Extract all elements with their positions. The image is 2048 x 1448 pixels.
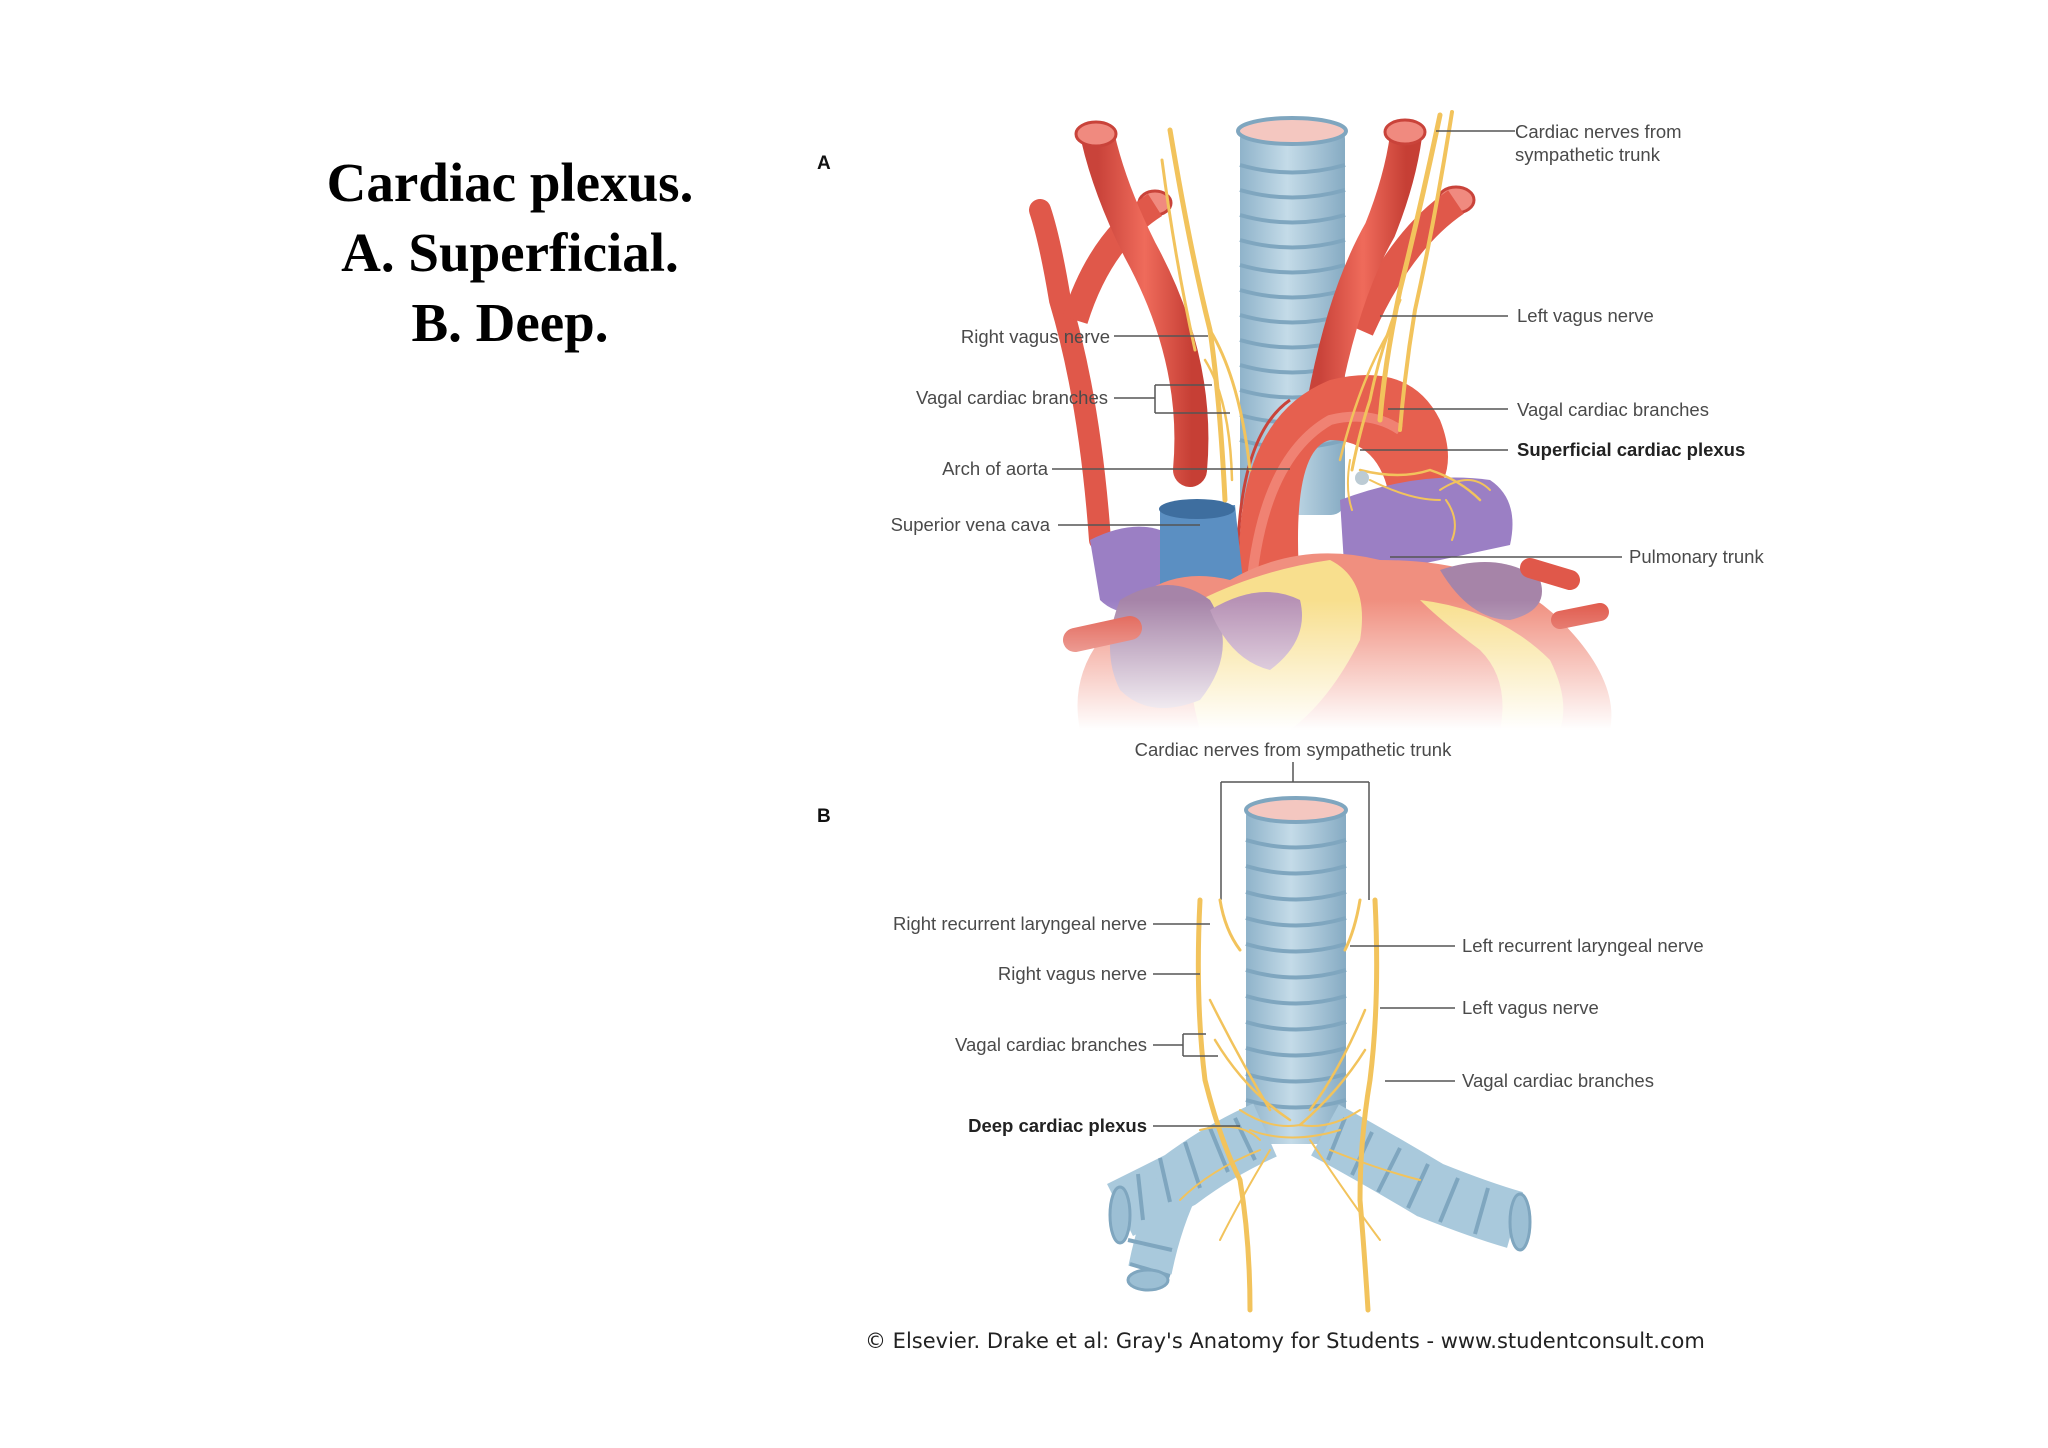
- panel-a-labels: Cardiac nerves from sympathetic trunk Le…: [891, 121, 1765, 567]
- panel-a: A: [817, 110, 1765, 730]
- title-line-1: Cardiac plexus.: [326, 152, 694, 213]
- label-pulmonary-trunk: Pulmonary trunk: [1629, 546, 1764, 567]
- label-vagal-branches-b-right: Vagal cardiac branches: [1462, 1070, 1654, 1091]
- bracket-cardiac-nerves-b: [1220, 762, 1370, 900]
- panel-b-illustration: [1107, 796, 1532, 1313]
- label-right-vagus-b: Right vagus nerve: [998, 963, 1147, 984]
- label-vagal-branches-a-left: Vagal cardiac branches: [916, 387, 1108, 408]
- slide-title: Cardiac plexus. A. Superficial. B. Deep.: [200, 148, 820, 358]
- label-superficial-cardiac-plexus: Superficial cardiac plexus: [1517, 439, 1745, 460]
- panel-b-letter: B: [817, 806, 831, 827]
- panel-a-letter: A: [817, 153, 831, 174]
- panel-a-nerves: [1160, 110, 1491, 541]
- label-superior-vena-cava: Superior vena cava: [891, 514, 1051, 535]
- label-arch-of-aorta: Arch of aorta: [942, 458, 1049, 479]
- label-vagal-branches-b-left: Vagal cardiac branches: [955, 1034, 1147, 1055]
- label-left-vagus-b: Left vagus nerve: [1462, 997, 1599, 1018]
- label-left-recurrent-laryngeal: Left recurrent laryngeal nerve: [1462, 935, 1704, 956]
- label-vagal-branches-a-right: Vagal cardiac branches: [1517, 399, 1709, 420]
- label-cardiac-nerves-a-line2: sympathetic trunk: [1515, 144, 1661, 165]
- title-line-2: A. Superficial.: [341, 222, 679, 283]
- panel-b-trachea-rings: [1245, 838, 1347, 1110]
- panel-a-leader-lines: [1052, 130, 1622, 558]
- title-line-3: B. Deep.: [411, 292, 609, 353]
- label-right-recurrent-laryngeal: Right recurrent laryngeal nerve: [893, 913, 1147, 934]
- panel-b-leader-lines: [1153, 923, 1455, 1127]
- panel-a-illustration: [1029, 110, 1640, 730]
- panel-b: B Cardiac nerves from sympathetic trunk: [817, 739, 1704, 1313]
- label-cardiac-nerves-b: Cardiac nerves from sympathetic trunk: [1135, 739, 1452, 760]
- label-deep-cardiac-plexus: Deep cardiac plexus: [968, 1115, 1147, 1136]
- label-left-vagus-a: Left vagus nerve: [1517, 305, 1654, 326]
- panel-b-labels: Right recurrent laryngeal nerve Left rec…: [893, 913, 1704, 1136]
- label-cardiac-nerves-a-line1: Cardiac nerves from: [1515, 121, 1682, 142]
- label-right-vagus-a: Right vagus nerve: [961, 326, 1110, 347]
- figure-credit: © Elsevier. Drake et al: Gray's Anatomy …: [865, 1329, 1705, 1353]
